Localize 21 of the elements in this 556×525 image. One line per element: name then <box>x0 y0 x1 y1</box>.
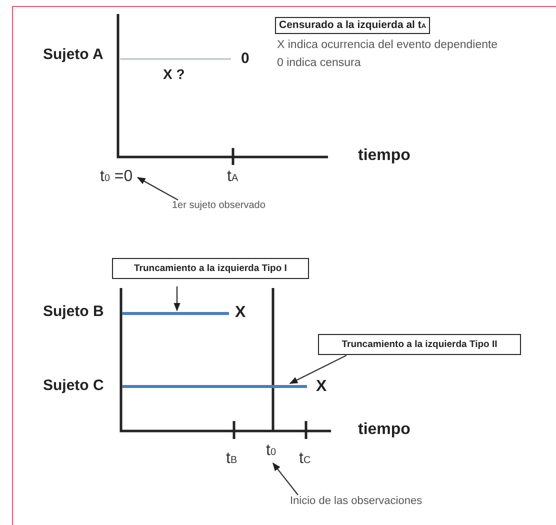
timeline-bar <box>122 384 307 388</box>
subject-label: Sujeto A <box>43 46 104 64</box>
subject-label: Sujeto B <box>43 303 104 321</box>
note-box: Truncamiento a la izquierda Tipo I <box>112 258 309 280</box>
axis-label: tiempo <box>358 146 410 166</box>
annotation-text: Inicio de las observaciones <box>290 495 422 508</box>
note-box: Truncamiento a la izquierda Tipo II <box>318 334 521 356</box>
axis-label: tiempo <box>358 420 410 440</box>
legend-note: 0 indica censura <box>277 57 361 71</box>
subject-label: Sujeto C <box>43 377 104 395</box>
legend-note: X indica ocurrencia del evento dependiente <box>277 39 498 53</box>
leader-line <box>289 354 347 384</box>
timeline-bar <box>122 312 229 314</box>
leader-line <box>136 177 178 201</box>
censor-mark: 0 <box>241 50 250 68</box>
annotation-text: 1er sujeto observado <box>172 200 266 212</box>
event-mark: X <box>316 377 327 396</box>
event-mark: X ? <box>163 66 185 83</box>
leader-line <box>174 286 180 312</box>
event-mark: X <box>235 303 246 322</box>
leader-line <box>272 462 298 496</box>
